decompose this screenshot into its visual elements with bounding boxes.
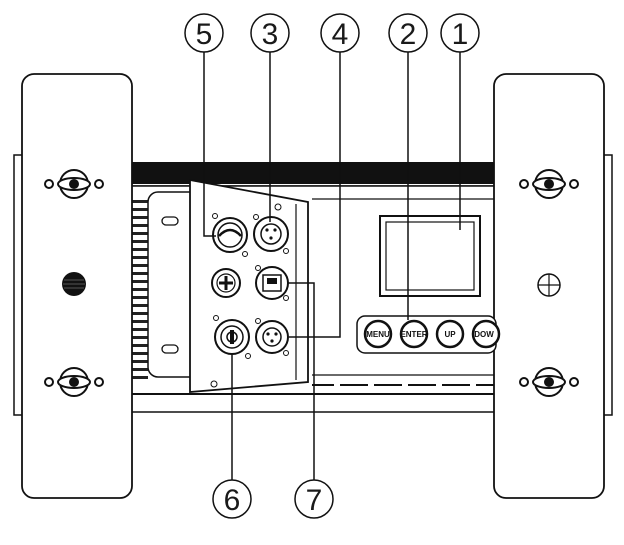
lcd-display — [379, 215, 481, 297]
crosshair-icon — [537, 273, 561, 297]
wingnut-icon — [519, 367, 579, 397]
callout-6-label: 6 — [224, 484, 241, 517]
cooling-fins — [132, 195, 148, 380]
leader-5 — [203, 52, 216, 237]
power-in-connector — [212, 213, 248, 257]
enter-button-label: ENTER — [400, 330, 427, 339]
callout-leaders — [203, 52, 461, 480]
callout-2-label: 2 — [400, 18, 417, 51]
callout-6: 6 — [212, 479, 252, 519]
callout-7: 7 — [294, 479, 334, 519]
enter-button[interactable]: ENTER — [399, 319, 429, 349]
wingnut-icon — [44, 169, 104, 199]
callout-7-label: 7 — [306, 484, 323, 517]
wingnut-icon — [44, 367, 104, 397]
fuse-holder — [211, 268, 241, 298]
bottom-vent-slots — [312, 380, 496, 386]
wingnut-icon — [519, 169, 579, 199]
right-mounting-bracket — [493, 73, 613, 499]
dmx-out-connector — [255, 318, 289, 356]
leader-7 — [288, 282, 315, 480]
leader-4 — [289, 52, 341, 338]
callout-1-label: 1 — [452, 18, 469, 51]
housing-top-strip — [130, 162, 496, 184]
callout-4-label: 4 — [332, 18, 349, 51]
callout-4: 4 — [320, 13, 360, 53]
menu-button-label: MENU — [366, 330, 390, 339]
menu-button[interactable]: MENU — [363, 319, 393, 349]
callout-3-label: 3 — [262, 18, 279, 51]
callout-5: 5 — [184, 13, 224, 53]
callout-3: 3 — [250, 13, 290, 53]
down-button-label: DOW — [474, 330, 494, 339]
left-mounting-bracket — [13, 73, 133, 499]
dmx-in-connector — [253, 214, 289, 254]
down-button[interactable]: DOW — [471, 319, 501, 349]
up-button[interactable]: UP — [435, 319, 465, 349]
ethernet-port — [255, 265, 289, 301]
top-vent-slots — [312, 186, 496, 192]
callout-2: 2 — [388, 13, 428, 53]
callout-5-label: 5 — [196, 18, 213, 51]
up-button-label: UP — [444, 330, 456, 339]
speaker-grille-icon — [62, 272, 86, 296]
callout-1: 1 — [440, 13, 480, 53]
